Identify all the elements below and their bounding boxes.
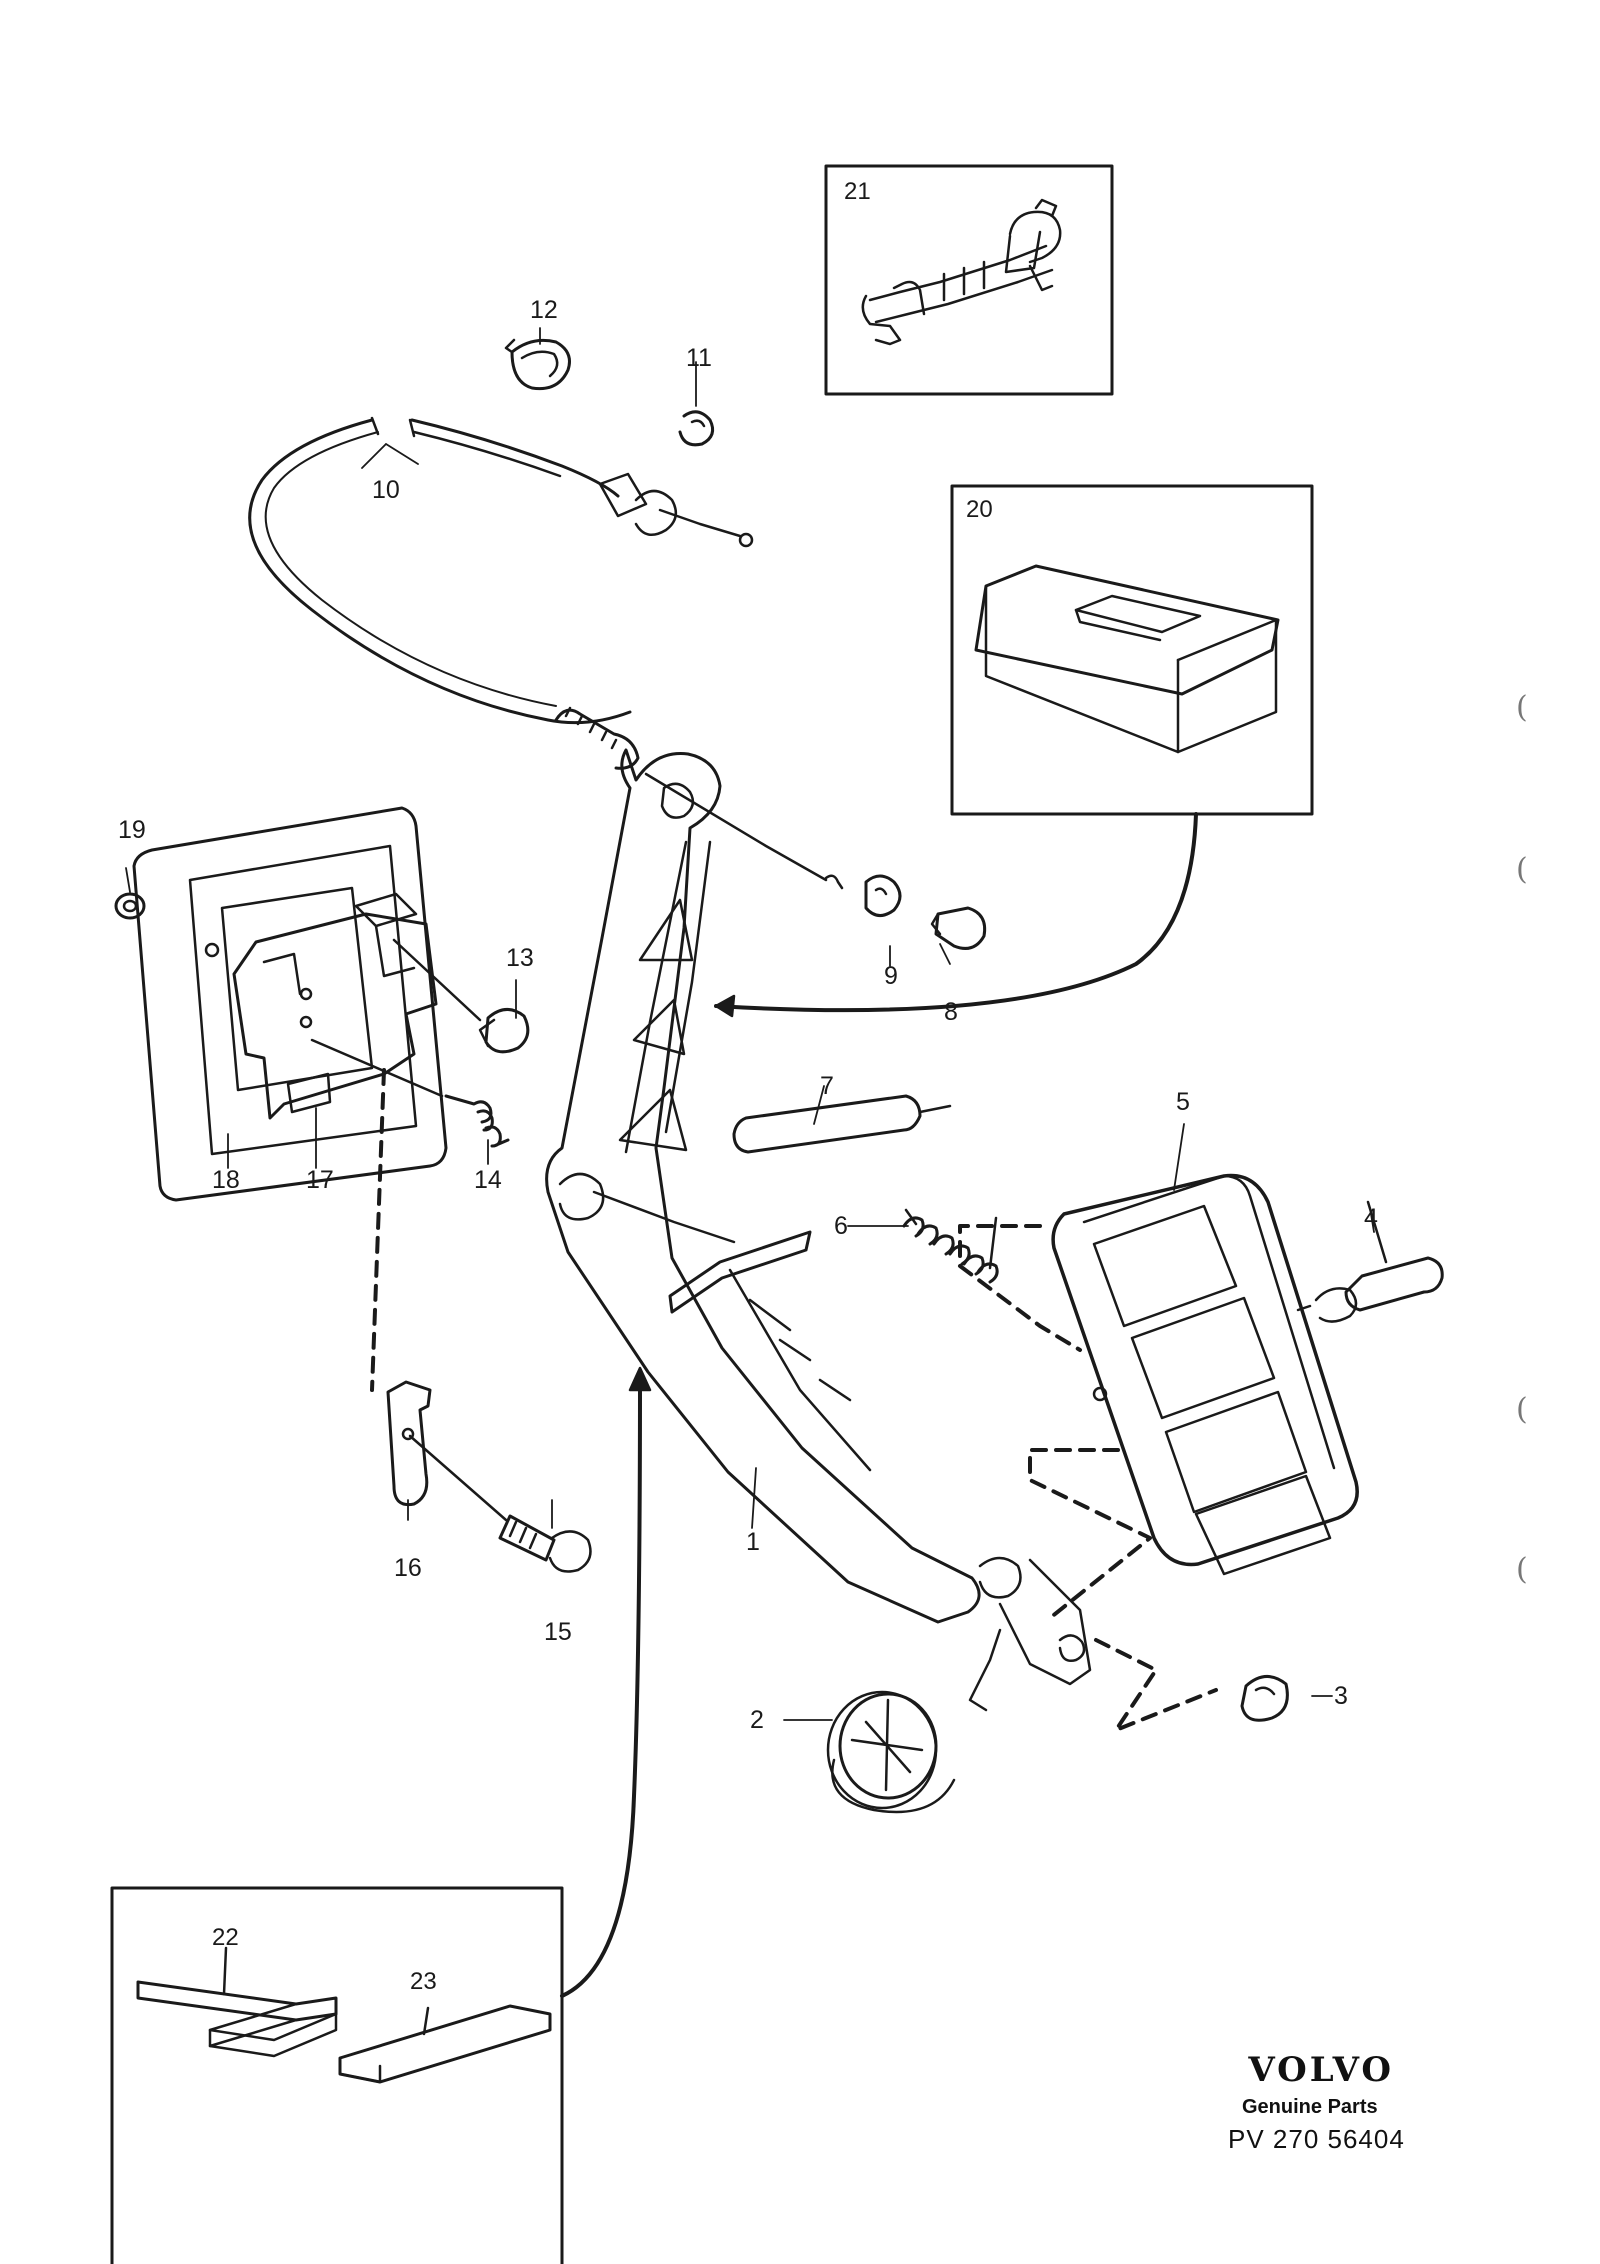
callout-17: 17: [306, 1166, 334, 1194]
callout-9: 9: [884, 962, 898, 990]
callout-16: 16: [394, 1554, 422, 1582]
inset-label-22: 22: [212, 1924, 239, 1951]
callout-15: 15: [544, 1618, 572, 1646]
callout-4: 4: [1364, 1204, 1378, 1232]
binder-mark: (: [1516, 690, 1528, 725]
illustration-part-number: PV 270 56404: [1228, 2124, 1405, 2154]
bushing-part-13: [392, 938, 530, 1054]
callout-12: 12: [530, 296, 558, 324]
callout-3: 3: [1334, 1682, 1348, 1710]
bracket-part-17: [204, 892, 438, 1120]
callout-5: 5: [1176, 1088, 1190, 1116]
cable-clip-part-21: [861, 198, 1062, 346]
callout-14: 14: [474, 1166, 502, 1194]
inset-20-frame: [714, 484, 1314, 1018]
pedal-arm-part-1: [545, 748, 1092, 1712]
leader-arrow-22-23: [560, 1374, 642, 1998]
spring-part-14: [310, 1038, 510, 1148]
callout-7: 7: [820, 1072, 834, 1100]
pin-part-7: [732, 1094, 952, 1154]
inset-21-frame: [824, 164, 1114, 396]
spring-part-6: [902, 1208, 999, 1284]
bushing-part-9: [864, 874, 902, 917]
brand-tagline: Genuine Parts: [1242, 2096, 1378, 2118]
callout-18: 18: [212, 1166, 240, 1194]
binder-mark: (: [1516, 1392, 1528, 1427]
callout-8: 8: [944, 998, 958, 1026]
grommet-part-11: [678, 410, 715, 447]
clip-part-8: [930, 906, 987, 950]
washer-part-19: [114, 892, 146, 920]
adhesive-pad-part-22: [136, 1946, 338, 2058]
bolt-part-15: [408, 1434, 592, 1573]
brand-logo: VOLVO: [1248, 2050, 1394, 2090]
binder-mark: (: [1516, 852, 1528, 887]
callout-13: 13: [506, 944, 534, 972]
dashed-assembly-lines: [370, 1068, 1218, 1732]
callout-2: 2: [750, 1706, 764, 1734]
throttle-cable-part-10: [248, 416, 844, 890]
callout-leaders: [125, 327, 1375, 1721]
leader-arrow-20: [714, 812, 1198, 1013]
mounting-plate-part-18: [132, 806, 448, 1202]
inset-22-23-frame: [110, 1886, 564, 2264]
callout-19: 19: [118, 816, 146, 844]
bump-stop-part-3: [1240, 1675, 1289, 1722]
callout-10: 10: [372, 476, 400, 504]
foam-block-part-20: [974, 564, 1280, 754]
binder-mark: (: [1516, 1552, 1528, 1587]
clip-part-12: [504, 338, 571, 391]
inset-label-20: 20: [966, 496, 993, 523]
callout-6: 6: [834, 1212, 848, 1240]
grommet-part-2: [826, 1690, 956, 1814]
callout-11: 11: [686, 344, 712, 372]
inset-label-23: 23: [410, 1968, 437, 1995]
callout-1: 1: [746, 1528, 760, 1556]
clip-part-16: [386, 1380, 432, 1507]
inset-label-21: 21: [844, 178, 871, 205]
pedal-pad-part-5: [1051, 1173, 1359, 1576]
adhesive-strip-part-23: [338, 2004, 552, 2084]
